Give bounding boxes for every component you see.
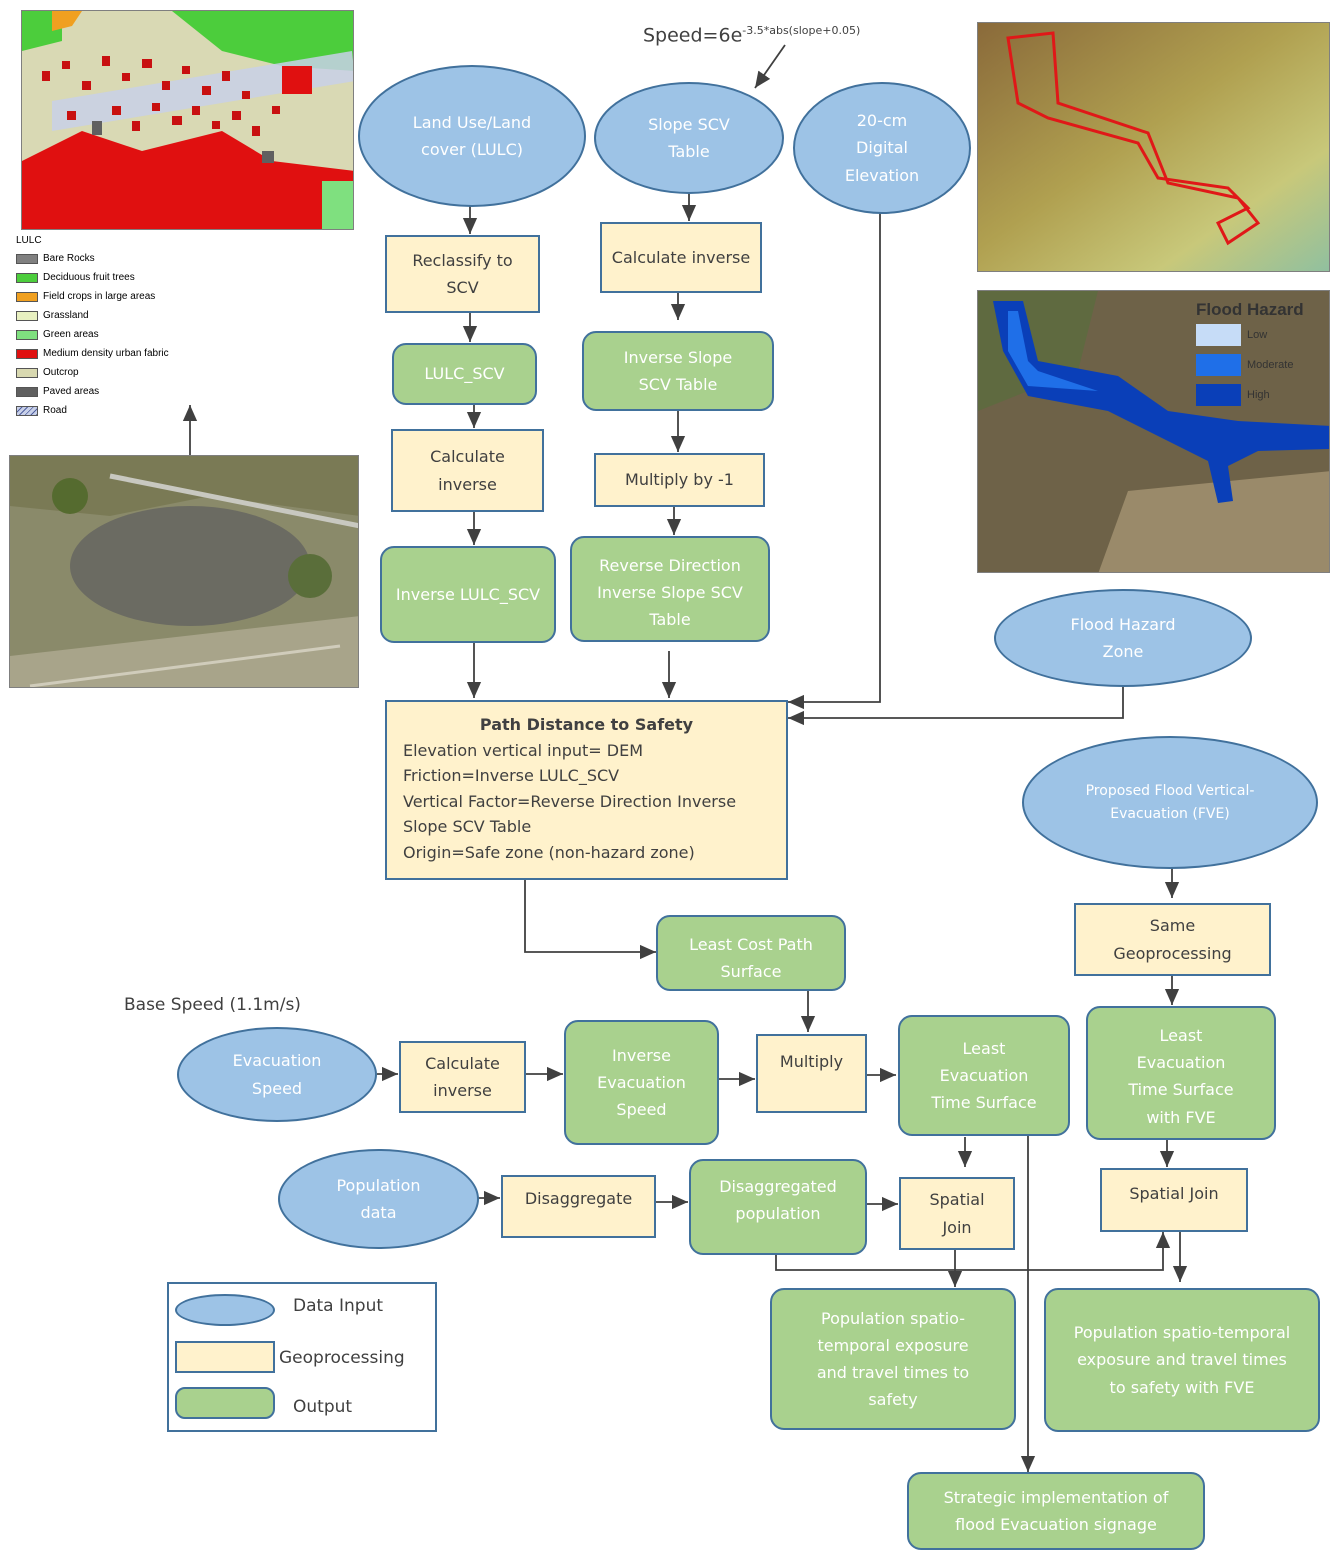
spatial-join-1: Spatial Join [899,1177,1015,1250]
speed-formula: Speed=6e-3.5*abs(slope+0.05) [643,24,861,47]
reverse-direction-output: Reverse Direction Inverse Slope SCV Tabl… [570,536,770,642]
diagram-key: Data Input Geoprocessing Output [167,1282,437,1432]
lulc-legend-item: Grassland [16,306,169,325]
legend-swatch [16,367,38,378]
least-cost-path-output: Least Cost Path Surface [656,915,846,991]
key-green-swatch [175,1387,275,1419]
least-evacuation-time-output: Least Evacuation Time Surface [898,1015,1070,1136]
lulc-map-image [21,10,354,230]
legend-swatch [1196,324,1241,346]
evacuation-speed-input: Evacuation Speed [177,1027,377,1122]
legend-swatch [16,329,38,340]
lulc-legend-item: Bare Rocks [16,249,169,268]
flood-legend-title: Flood Hazard [1196,300,1304,319]
lulc-legend-item: Green areas [16,325,169,344]
flood-legend-item: High [1196,380,1328,410]
multiply-by-neg1: Multiply by -1 [594,453,765,507]
legend-swatch [16,310,38,321]
dem-input: 20-cm Digital Elevation [793,82,971,214]
base-speed-label: Base Speed (1.1m/s) [124,995,301,1015]
key-data-input-label: Data Input [293,1296,384,1316]
lulc-input: Land Use/Land cover (LULC) [358,65,586,207]
disaggregated-population-output: Disaggregated population [689,1159,867,1255]
key-geoprocessing-label: Geoprocessing [279,1348,405,1368]
lulc-legend-item: Road [16,401,169,420]
legend-swatch [16,291,38,302]
least-evacuation-time-fve-output: Least Evacuation Time Surface with FVE [1086,1006,1276,1140]
flood-legend-item: Moderate [1196,350,1328,380]
lulc-legend-item: Deciduous fruit trees [16,268,169,287]
key-output-label: Output [293,1397,353,1417]
flood-legend-item: Low [1196,320,1328,350]
calculate-inverse-3: Calculate inverse [399,1041,526,1113]
legend-swatch [1196,384,1241,406]
calculate-inverse-2: Calculate inverse [600,222,762,293]
inverse-lulc-scv-output: Inverse LULC_SCV [380,546,556,643]
legend-swatch [16,253,38,264]
path-distance-line: Elevation vertical input= DEM [403,740,644,760]
path-distance-line: Slope SCV Table [403,817,532,837]
same-geoprocessing: Same Geoprocessing [1074,903,1271,976]
slope-scv-table-input: Slope SCV Table [594,82,784,194]
spatial-join-2: Spatial Join [1100,1168,1248,1232]
lulc-legend-item: Paved areas [16,382,169,401]
legend-swatch [1196,354,1241,376]
population-exposure-fve-output: Population spatio-temporal exposure and … [1044,1288,1320,1432]
legend-swatch [16,348,38,359]
path-distance-to-safety: Path Distance to Safety Elevation vertic… [385,700,788,880]
key-rect-swatch [175,1341,275,1373]
flood-hazard-legend: Flood Hazard Low Moderate High [1196,300,1328,410]
population-exposure-output: Population spatio-temporal exposure and … [770,1288,1016,1430]
lulc-legend-item: Outcrop [16,363,169,382]
path-distance-line: Vertical Factor=Reverse Direction Invers… [403,791,737,811]
evacuation-signage-output: Strategic implementation of flood Evacua… [907,1472,1205,1550]
path-distance-line: Friction=Inverse LULC_SCV [403,766,620,786]
inverse-slope-scv-output: Inverse Slope SCV Table [582,331,774,411]
legend-swatch [16,272,38,283]
lulc-legend-item: Field crops in large areas [16,287,169,306]
path-distance-line: Origin=Safe zone (non-hazard zone) [403,842,695,862]
reclassify-to-scv: Reclassify to SCV [385,235,540,313]
key-ellipse-swatch [175,1294,275,1326]
flood-hazard-zone-input: Flood Hazard Zone [994,589,1252,687]
legend-swatch [16,405,38,416]
legend-swatch [16,386,38,397]
population-data-input: Population data [278,1149,479,1249]
lulc-scv-output: LULC_SCV [392,343,537,405]
flood-hazard-image [977,290,1330,573]
disaggregate: Disaggregate [501,1175,656,1238]
path-distance-title: Path Distance to Safety [479,715,694,734]
aerial-image [9,455,359,688]
inverse-evacuation-speed-output: Inverse Evacuation Speed [564,1020,719,1145]
lulc-legend-item: Medium density urban fabric [16,344,169,363]
lulc-legend: LULC Bare Rocks Deciduous fruit trees Fi… [16,235,169,420]
calculate-inverse-1: Calculate inverse [391,429,544,512]
multiply: Multiply [756,1034,867,1113]
dem-image [977,22,1330,272]
proposed-fve-input: Proposed Flood Vertical-Evacuation (FVE) [1022,736,1318,869]
lulc-legend-title: LULC [16,235,42,246]
